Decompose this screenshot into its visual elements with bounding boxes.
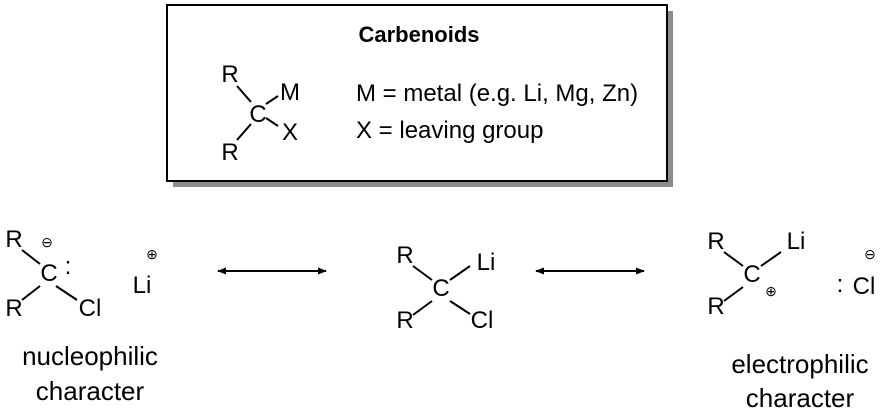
r-group-top: R [707, 228, 724, 255]
carbocation-carbon: C [743, 261, 760, 288]
bond-c-r-top [723, 251, 744, 267]
bond-c-li [449, 265, 471, 281]
chlorine-atom: Cl [471, 307, 494, 334]
bond-c-cl [449, 300, 471, 315]
r-group-top: R [396, 242, 413, 269]
anion-charge-icon: ⊖ [41, 234, 53, 250]
lithium-ion: Li [133, 272, 152, 299]
electrophilic-form: R R C Li ⊕ : Cl ⊖ electrophilic characte… [707, 228, 876, 413]
chlorine-atom: Cl [79, 295, 102, 322]
lithium-atom: Li [787, 228, 806, 255]
nucleophilic-form: R R C : ⊖ Cl Li ⊕ nucleophilic character [5, 226, 158, 406]
box-title: Carbenoids [358, 22, 479, 47]
carbenoid-form: R R C Li Cl [396, 242, 495, 334]
bond-c-cl [55, 285, 78, 301]
bond-c-li [760, 251, 782, 267]
bond-c-m [265, 95, 279, 105]
bond-c-x [265, 117, 279, 127]
definition-metal: M = metal (e.g. Li, Mg, Zn) [356, 80, 638, 107]
generic-carbenoid-structure: R R C M X [221, 61, 300, 166]
r-group-bottom: R [707, 293, 724, 320]
carbon-atom: C [249, 101, 266, 128]
r-group-top: R [221, 61, 238, 88]
r-group-bottom: R [396, 307, 413, 334]
leaving-group-atom: X [282, 119, 298, 146]
nucleophilic-caption-line1: nucleophilic [22, 341, 158, 371]
cation-charge-icon: ⊕ [765, 283, 777, 299]
metal-atom: M [280, 79, 300, 106]
bond-c-r-bottom [723, 286, 744, 302]
definition-leaving-group: X = leaving group [356, 117, 543, 144]
lithium-charge-icon: ⊕ [146, 246, 158, 262]
bond-c-r-top [412, 265, 433, 281]
carbon-atom: C [432, 275, 449, 302]
bond-c-r-bottom [412, 300, 433, 316]
bond-c-r-bottom [236, 123, 252, 141]
bond-c-r-top [21, 249, 41, 265]
chloride-ion: Cl [853, 273, 876, 300]
definition-box: Carbenoids R R C M X M = metal (e.g. Li,… [166, 4, 673, 187]
lithium-atom: Li [477, 249, 496, 276]
electrophilic-caption-line1: electrophilic [731, 349, 868, 379]
electrophilic-caption-line2: character [746, 383, 855, 413]
chloride-lone-pair: : [837, 271, 844, 298]
definition-box-frame [166, 4, 668, 182]
nucleophilic-caption-line2: character [36, 376, 145, 406]
bond-c-r-top [236, 85, 252, 103]
carbanion-carbon: C [40, 260, 57, 287]
r-group-top: R [5, 226, 22, 253]
carbanion-lone-pair: : [65, 253, 72, 280]
bond-c-r-bottom [21, 285, 41, 301]
chloride-charge-icon: ⊖ [864, 246, 876, 262]
r-group-bottom: R [221, 139, 238, 166]
r-group-bottom: R [5, 295, 22, 322]
